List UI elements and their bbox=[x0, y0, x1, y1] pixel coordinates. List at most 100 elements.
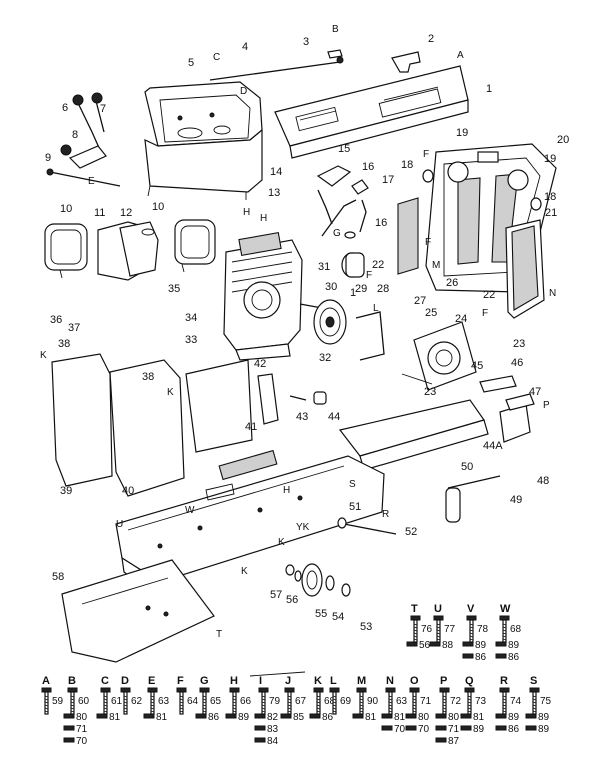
thread-line bbox=[442, 701, 447, 704]
part-number-callout: 1 bbox=[486, 83, 492, 95]
hardware-sub-number: 85 bbox=[293, 712, 305, 723]
thread-line bbox=[150, 707, 155, 710]
hardware-letter: H bbox=[230, 675, 238, 687]
reference-letter: G bbox=[333, 228, 341, 239]
reference-letter: K bbox=[241, 566, 248, 577]
thread-line bbox=[179, 698, 184, 701]
thread-line bbox=[413, 638, 418, 641]
belt-guard-part bbox=[355, 311, 477, 391]
thread-line bbox=[502, 629, 507, 632]
hardware-part-number: 71 bbox=[420, 696, 432, 707]
thread-line bbox=[179, 707, 184, 710]
hardware-part-number: 72 bbox=[450, 696, 462, 707]
part-number-callout: 2 bbox=[428, 33, 434, 45]
part-number-callout: 41 bbox=[245, 421, 257, 433]
hardware-part-number: 74 bbox=[510, 696, 522, 707]
thread-line bbox=[532, 698, 537, 701]
thread-line bbox=[502, 623, 507, 626]
hardware-sub-number: 71 bbox=[448, 724, 460, 735]
thread-line bbox=[413, 632, 418, 635]
part-number-callout: 35 bbox=[168, 283, 180, 295]
nut-washer-shape bbox=[254, 725, 266, 731]
nut-washer-shape bbox=[525, 713, 537, 719]
thread-line bbox=[359, 710, 364, 713]
thread-line bbox=[287, 710, 292, 713]
thread-line bbox=[359, 698, 364, 701]
reference-letter: T bbox=[216, 629, 222, 640]
thread-line bbox=[70, 707, 75, 710]
nut-washer-shape bbox=[405, 713, 417, 719]
nut-washer-shape bbox=[352, 713, 364, 719]
nut-washer-shape bbox=[195, 713, 207, 719]
thread-line bbox=[287, 707, 292, 710]
nut-washer-shape bbox=[406, 641, 418, 647]
hardware-sub-number: 80 bbox=[448, 712, 460, 723]
thread-line bbox=[412, 707, 417, 710]
thread-line bbox=[388, 710, 393, 713]
part-number-callout: 19 bbox=[456, 127, 468, 139]
hardware-sub-number: 89 bbox=[538, 724, 550, 735]
reference-letter: F bbox=[482, 308, 488, 319]
part-number-callout: 7 bbox=[100, 103, 106, 115]
part-number-callout: 14 bbox=[270, 166, 282, 178]
thread-line bbox=[502, 632, 507, 635]
filler-tube-part bbox=[316, 165, 369, 239]
hardware-letter: O bbox=[410, 675, 419, 687]
reference-letter: F bbox=[425, 237, 431, 248]
nut-washer-shape bbox=[525, 725, 537, 731]
thread-line bbox=[44, 704, 49, 707]
thread-line bbox=[123, 707, 128, 710]
shaft-part bbox=[445, 475, 501, 523]
reference-letter: YK bbox=[296, 522, 310, 533]
thread-line bbox=[70, 701, 75, 704]
thread-line bbox=[532, 710, 537, 713]
thread-line bbox=[502, 704, 507, 707]
thread-line bbox=[359, 704, 364, 707]
thread-line bbox=[469, 638, 474, 641]
part-number-callout: 27 bbox=[414, 295, 426, 307]
hardware-sub-number: 89 bbox=[508, 640, 520, 651]
part-number-callout: 33 bbox=[185, 334, 197, 346]
thread-line bbox=[123, 701, 128, 704]
thread-line bbox=[150, 695, 155, 698]
thread-line bbox=[202, 707, 207, 710]
hardware-part-number: 64 bbox=[187, 696, 199, 707]
thread-line bbox=[103, 704, 108, 707]
hardware-letter: S bbox=[530, 675, 537, 687]
hardware-letter: T bbox=[411, 603, 418, 615]
thread-line bbox=[442, 698, 447, 701]
nut-washer-shape bbox=[462, 653, 474, 659]
thread-line bbox=[467, 701, 472, 704]
thread-line bbox=[442, 704, 447, 707]
part-number-callout: 19 bbox=[544, 153, 556, 165]
part-number-callout: 32 bbox=[319, 352, 331, 364]
part-number-callout: 10 bbox=[152, 201, 164, 213]
part-number-callout: 5 bbox=[188, 57, 194, 69]
thread-line bbox=[316, 704, 321, 707]
nut-washer-shape bbox=[460, 725, 472, 731]
thread-line bbox=[502, 701, 507, 704]
hardware-letter: K bbox=[314, 675, 322, 687]
hardware-letter: R bbox=[500, 675, 508, 687]
part-number-callout: 30 bbox=[325, 281, 337, 293]
reference-letter: H bbox=[243, 207, 250, 218]
hardware-sub-number: 86 bbox=[508, 724, 520, 735]
thread-line bbox=[332, 695, 337, 698]
hardware-sub-number: 89 bbox=[538, 712, 550, 723]
thread-line bbox=[261, 698, 266, 701]
thread-line bbox=[103, 695, 108, 698]
part-number-callout: 40 bbox=[122, 485, 134, 497]
part-number-callout: 22 bbox=[372, 259, 384, 271]
hardware-part-number: 69 bbox=[340, 696, 352, 707]
thread-line bbox=[44, 701, 49, 704]
hardware-kit: L69 bbox=[329, 675, 352, 715]
nut-washer-shape bbox=[254, 713, 266, 719]
hardware-kit: F64 bbox=[176, 675, 199, 715]
hardware-letter: D bbox=[121, 675, 129, 687]
thread-line bbox=[412, 701, 417, 704]
nut-washer-shape bbox=[435, 737, 447, 743]
